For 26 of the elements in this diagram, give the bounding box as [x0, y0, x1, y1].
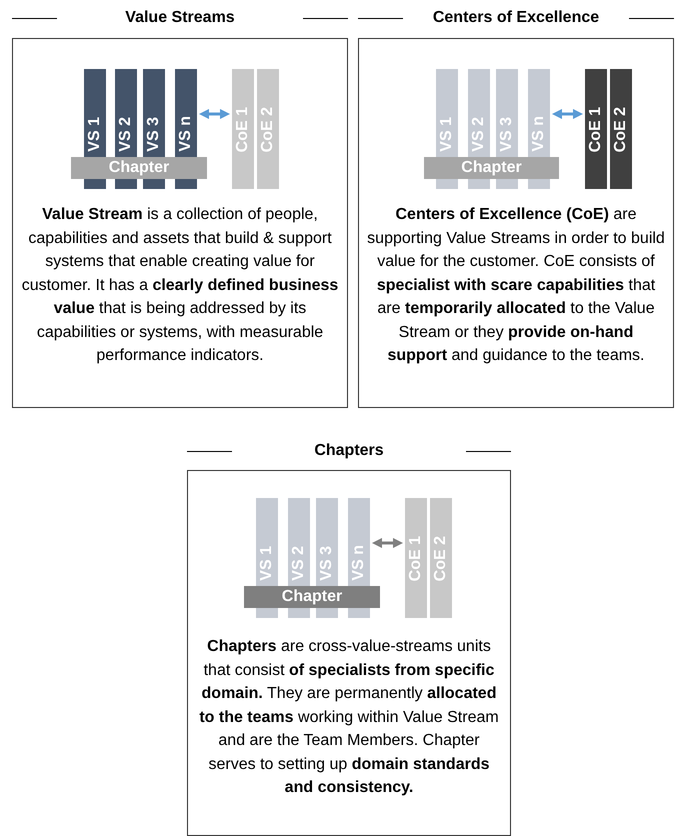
description-text: Chapters are cross-value-streams units that consist of specialists from specific domain. They are permanently allocated to the teams working within Value Stream and are the Team Members. Chapter serves to setting up domain standards and consistency.	[198, 637, 500, 798]
stream-bar: VS 2	[288, 498, 310, 586]
stream-bar: VS 2	[115, 69, 137, 157]
stream-bar: VS 1	[84, 69, 106, 157]
section-heading: Value Streams	[125, 8, 235, 28]
section-heading: Chapters	[314, 441, 384, 461]
stream-bar: VS 3	[316, 498, 338, 586]
description-text: Centers of Excellence (CoE) are supporting Value Streams in order to build value for the customer. CoE consists of specialist with scare capabilities that are temporarily allocated to the Value Stream or they provide on-hand support and guidance to the teams.	[366, 205, 666, 366]
stream-bar: VS 3	[496, 69, 518, 157]
description-text: Value Stream is a collection of people, capabilities and assets that build & support systems that enable creating value for customer. It has a clearly defined business value that is being addressed by its capabilities or systems, with measurable performance indicators.	[20, 205, 340, 366]
stream-bar: VS 1	[256, 498, 278, 586]
stream-bar: VS 1	[436, 69, 458, 157]
stream-bar: CoE 2	[610, 69, 632, 157]
section-heading: Centers of Excellence	[432, 8, 600, 28]
chapter-bar: Chapter	[71, 157, 207, 179]
double-arrow	[372, 538, 404, 548]
stream-bar: VS n	[348, 498, 370, 586]
double-arrow	[552, 108, 584, 120]
stream-bar: VS n	[175, 69, 197, 157]
stream-bar: VS n	[528, 69, 550, 157]
stream-bar: VS 3	[143, 69, 165, 157]
double-arrow	[198, 108, 230, 120]
chapter-bar: Chapter	[424, 157, 559, 179]
stream-bar: CoE 1	[585, 69, 607, 157]
chapter-bar: Chapter	[244, 586, 380, 608]
stream-bar: VS 2	[468, 69, 490, 157]
